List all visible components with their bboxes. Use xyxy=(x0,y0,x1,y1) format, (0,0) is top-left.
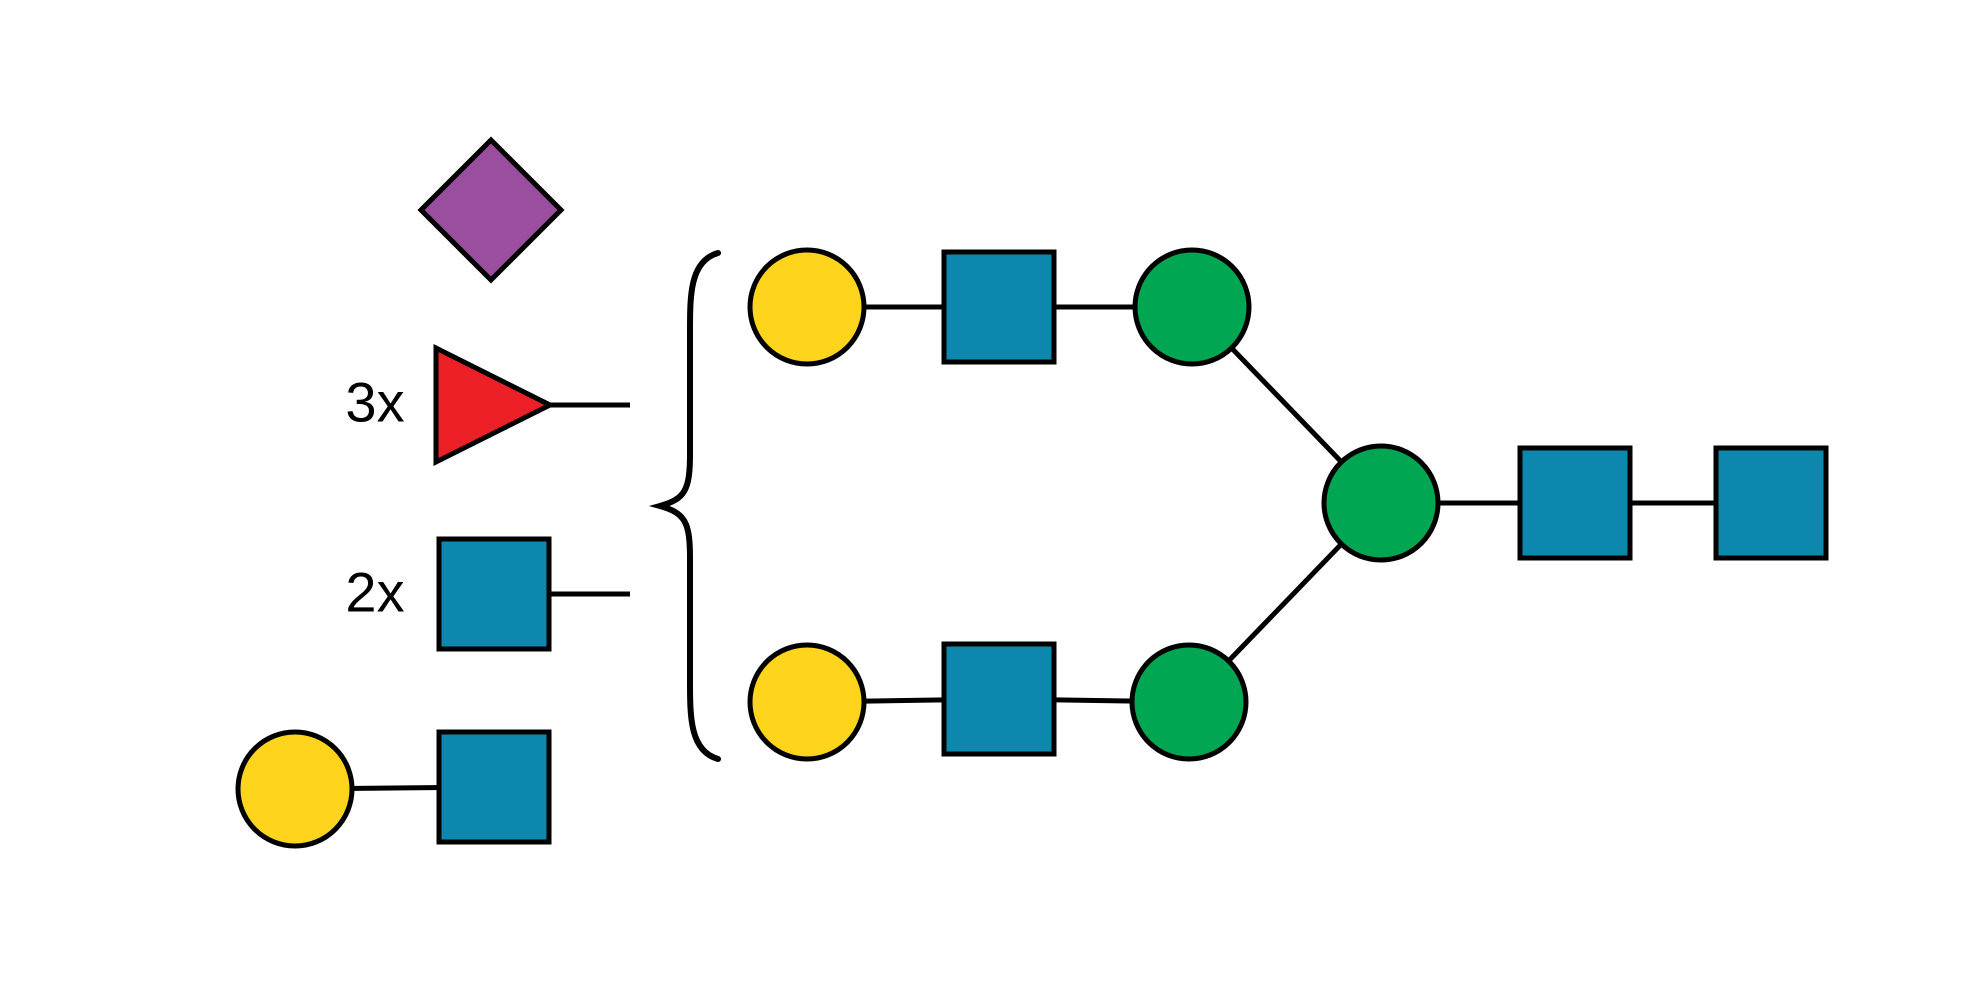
gal-circle-left xyxy=(235,729,355,849)
glcnac-square-top xyxy=(941,249,1057,365)
glcnac-square-core-outer xyxy=(1713,445,1829,561)
curly-brace xyxy=(648,250,721,762)
glcnac-count-label: 2x xyxy=(345,561,404,624)
fucose-triangle xyxy=(433,343,556,467)
man-circle-top xyxy=(1132,247,1252,367)
man-circle-center xyxy=(1321,443,1441,563)
fucose-count-label: 3x xyxy=(345,371,404,434)
neu5ac-diamond xyxy=(417,136,565,284)
glcnac-square-left xyxy=(436,729,552,845)
glcnac-square-variable xyxy=(436,536,552,652)
gal-circle-top xyxy=(747,247,867,367)
man-circle-bottom xyxy=(1129,642,1249,762)
glcnac-square-bottom xyxy=(941,641,1057,757)
gal-circle-bottom xyxy=(747,642,867,762)
glcnac-square-core-inner xyxy=(1517,445,1633,561)
